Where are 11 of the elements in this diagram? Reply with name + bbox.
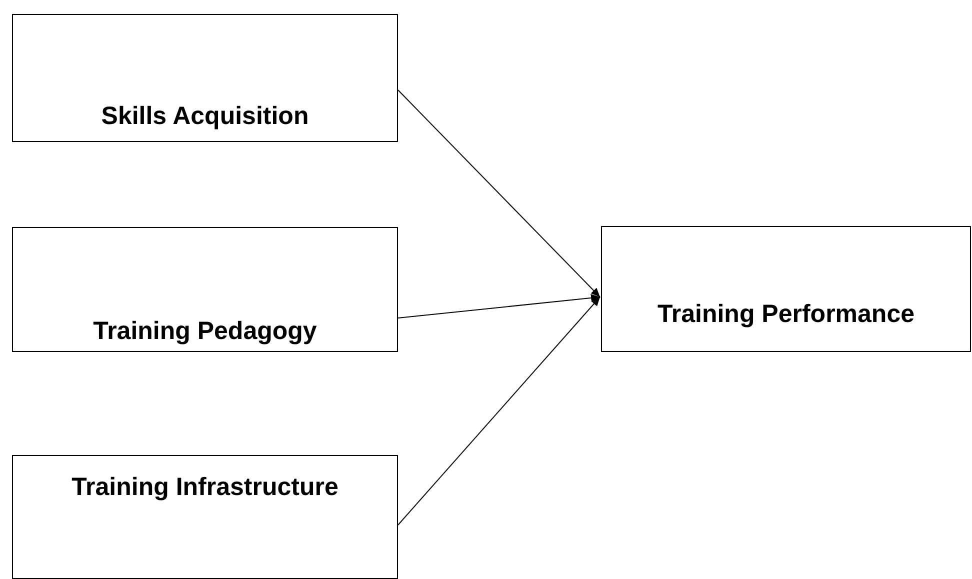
concept-box xyxy=(12,14,398,142)
concept-box xyxy=(12,455,398,579)
concept-box xyxy=(601,226,971,352)
arrow xyxy=(398,90,600,298)
arrow xyxy=(398,294,600,318)
box-label: Training Performance xyxy=(656,299,916,330)
concept-box xyxy=(12,227,398,352)
box-label: Skills Acquisition xyxy=(100,101,310,132)
arrow xyxy=(398,296,600,526)
box-label: Training Pedagogy xyxy=(92,316,318,347)
box-label: Training Infrastructure xyxy=(70,472,340,503)
